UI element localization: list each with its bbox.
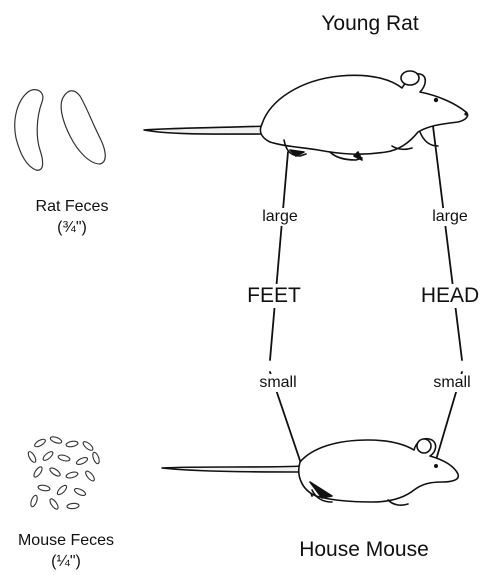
rat-feces-icon	[15, 90, 106, 171]
feet-label: FEET	[245, 284, 303, 308]
young-rat-icon	[144, 71, 468, 160]
head-large-label: large	[430, 208, 470, 226]
mouse-feces-size: (¼")	[18, 551, 114, 572]
house-mouse-title: House Mouse	[299, 538, 429, 562]
feet-large-label: large	[260, 208, 300, 226]
feet-small-label: small	[257, 374, 298, 392]
feet-connector-line	[270, 152, 288, 360]
young-rat-title: Young Rat	[321, 12, 418, 36]
head-label: HEAD	[419, 284, 481, 308]
rat-feces-caption: Rat Feces (¾")	[36, 196, 109, 238]
house-mouse-icon	[162, 439, 458, 505]
mouse-feces-icon	[27, 436, 101, 511]
head-connector-line	[432, 118, 462, 360]
mouse-feces-caption: Mouse Feces (¼")	[18, 530, 114, 572]
head-small-label: small	[431, 374, 472, 392]
rat-feces-label: Rat Feces	[36, 196, 109, 217]
mouse-feces-label: Mouse Feces	[18, 530, 114, 551]
rat-feces-size: (¾")	[36, 217, 109, 238]
